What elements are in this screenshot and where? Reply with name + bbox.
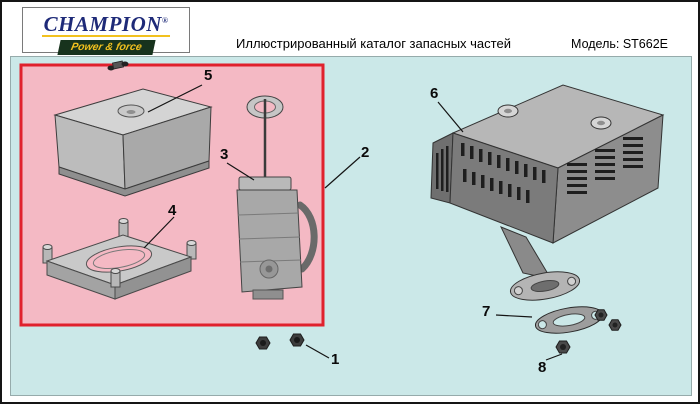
- champion-logo: CHAMPION® Power & force: [22, 7, 190, 55]
- front-vent-slots: [461, 143, 546, 203]
- air-filter-base-illustration: [42, 218, 197, 300]
- callout-1: 1: [331, 351, 340, 368]
- muffler-assembly-illustration: [430, 84, 665, 301]
- diagram-panel: 1 2 3 4 5 6 7 8: [10, 56, 692, 396]
- side-louver-slots: [567, 137, 643, 194]
- flange-nuts-illustration: [594, 309, 622, 331]
- callout-line-4: [143, 216, 175, 249]
- callout-6: 6: [430, 85, 439, 102]
- callout-line-5: [147, 84, 203, 113]
- callout-line-6: [437, 101, 464, 133]
- callout-line-1: [305, 344, 330, 359]
- callout-line-2: [324, 156, 361, 189]
- registered-mark: ®: [161, 16, 169, 25]
- gasket-illustration: [534, 306, 604, 334]
- callout-line-8: [545, 353, 563, 361]
- callout-8: 8: [538, 359, 547, 376]
- callout-line-7: [495, 314, 533, 318]
- brand-tagline: Power & force: [57, 40, 155, 55]
- callout-5: 5: [204, 67, 213, 84]
- callout-3: 3: [220, 146, 229, 163]
- mounting-nuts-illustration: [255, 333, 305, 350]
- brand-name: CHAMPION®: [23, 10, 189, 37]
- callout-line-3: [226, 162, 255, 181]
- parts-diagram: [19, 60, 665, 361]
- stud-nut-illustration: [555, 340, 571, 354]
- wing-nut-illustration: [107, 60, 129, 71]
- callout-leader-lines: [143, 84, 563, 361]
- page-title: Иллюстрированный каталог запасных частей: [236, 36, 511, 51]
- exhaust-flange: [509, 271, 581, 301]
- brand-text: CHAMPION: [43, 12, 162, 36]
- carburetor-illustration: [236, 95, 318, 300]
- callout-7: 7: [482, 303, 491, 320]
- model-label: Модель: ST662E: [571, 37, 668, 51]
- callout-4: 4: [168, 202, 177, 219]
- callout-2: 2: [361, 144, 370, 161]
